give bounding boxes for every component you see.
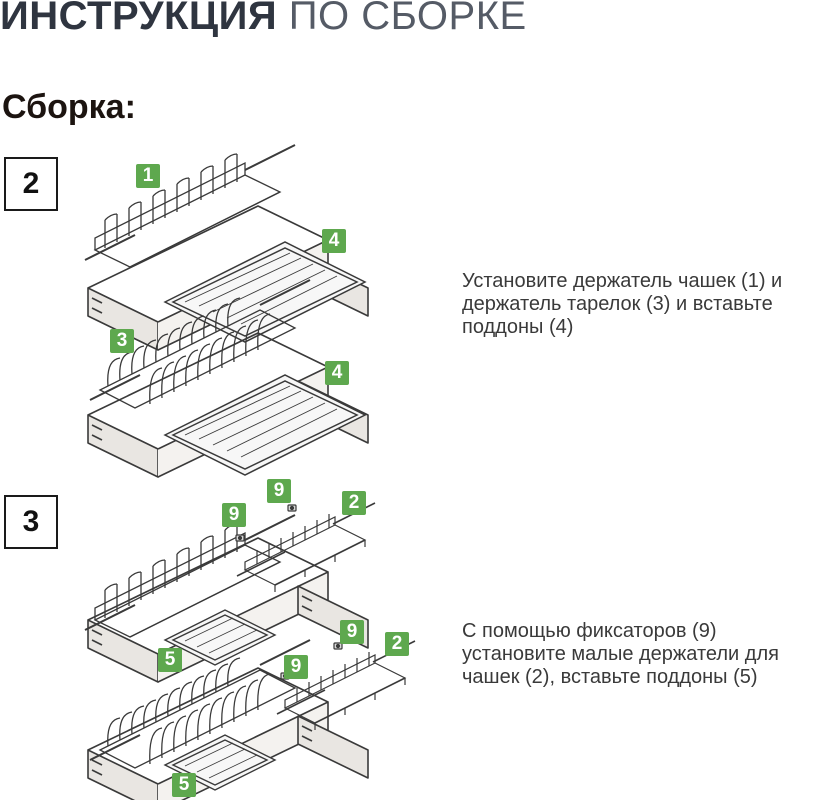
part-badge: 5 bbox=[172, 773, 196, 797]
fastener-icon bbox=[235, 534, 245, 542]
part-badge: 2 bbox=[342, 491, 366, 515]
part-badge: 9 bbox=[267, 479, 291, 503]
part-badge: 1 bbox=[136, 164, 160, 188]
title-bold: ИНСТРУКЦИЯ bbox=[0, 0, 278, 38]
part-badge: 5 bbox=[158, 648, 182, 672]
fastener-icon bbox=[287, 504, 297, 512]
title-light: ПО СБОРКЕ bbox=[288, 0, 527, 38]
step-3-instruction: С помощью фиксаторов (9) установите малы… bbox=[462, 620, 779, 689]
part-badge: 4 bbox=[322, 229, 346, 253]
part-badge: 9 bbox=[284, 655, 308, 679]
instruction-line: С помощью фиксаторов (9) bbox=[462, 620, 717, 642]
step-3-number: 3 bbox=[4, 495, 58, 549]
part-badge: 9 bbox=[340, 620, 364, 644]
small-holder-drawing bbox=[236, 502, 376, 593]
instruction-line: установите малые держатели для bbox=[462, 643, 779, 665]
part-badge: 2 bbox=[385, 632, 409, 656]
instruction-line: Установите держатель чашек (1) и bbox=[462, 270, 783, 292]
instruction-line: поддоны (4) bbox=[462, 316, 574, 338]
instruction-line: держатель тарелок (3) и вставьте bbox=[462, 293, 773, 315]
part-badge: 4 bbox=[325, 361, 349, 385]
instruction-line: чашек (2), вставьте поддоны (5) bbox=[462, 666, 758, 688]
section-heading: Сборка: bbox=[2, 88, 136, 126]
page-title: ИНСТРУКЦИЯ ПО СБОРКЕ bbox=[0, 0, 527, 39]
cup-holder-drawing bbox=[84, 144, 296, 268]
step-2-instruction: Установите держатель чашек (1) и держате… bbox=[462, 270, 782, 339]
part-badge: 3 bbox=[110, 329, 134, 353]
step-2-number: 2 bbox=[4, 157, 58, 211]
part-badge: 9 bbox=[222, 503, 246, 527]
